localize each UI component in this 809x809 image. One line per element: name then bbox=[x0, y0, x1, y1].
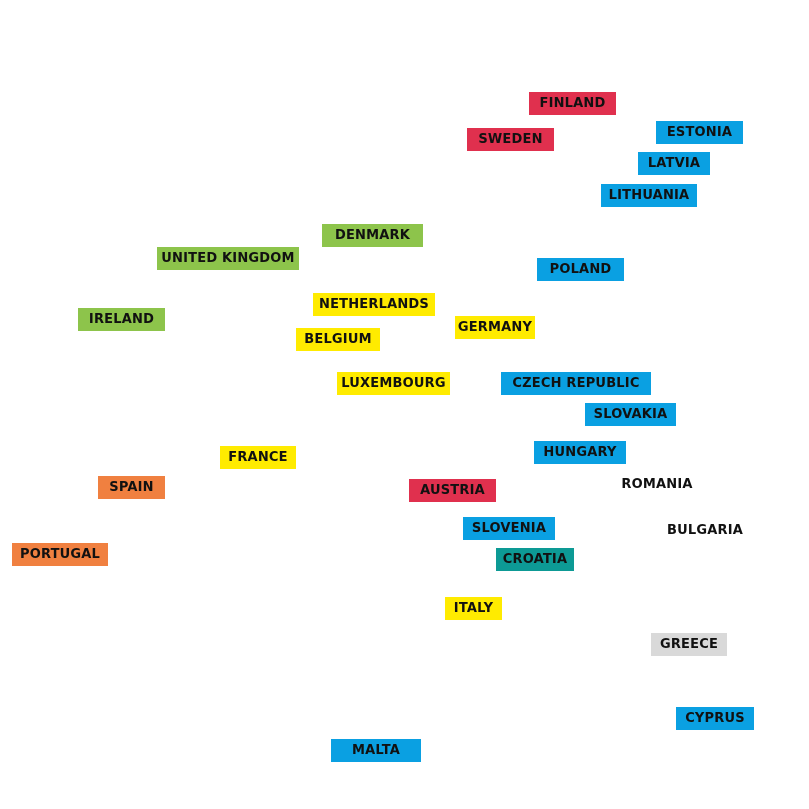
country-label-czech-republic: CZECH REPUBLIC bbox=[501, 372, 651, 395]
country-label-spain: SPAIN bbox=[98, 476, 165, 499]
country-label-malta: MALTA bbox=[331, 739, 421, 762]
country-label-belgium: BELGIUM bbox=[296, 328, 380, 351]
country-label-ireland: IRELAND bbox=[78, 308, 165, 331]
country-label-sweden: SWEDEN bbox=[467, 128, 554, 151]
country-label-slovenia: SLOVENIA bbox=[463, 517, 555, 540]
country-label-denmark: DENMARK bbox=[322, 224, 423, 247]
country-label-germany: GERMANY bbox=[455, 316, 535, 339]
country-label-france: FRANCE bbox=[220, 446, 296, 469]
country-label-estonia: ESTONIA bbox=[656, 121, 743, 144]
country-label-lithuania: LITHUANIA bbox=[601, 184, 697, 207]
country-label-portugal: PORTUGAL bbox=[12, 543, 108, 566]
country-label-bulgaria: BULGARIA bbox=[667, 523, 743, 538]
country-label-cyprus: CYPRUS bbox=[676, 707, 754, 730]
country-label-slovakia: SLOVAKIA bbox=[585, 403, 676, 426]
country-label-poland: POLAND bbox=[537, 258, 624, 281]
country-label-hungary: HUNGARY bbox=[534, 441, 626, 464]
country-label-luxembourg: LUXEMBOURG bbox=[337, 372, 450, 395]
country-label-croatia: CROATIA bbox=[496, 548, 574, 571]
country-label-finland: FINLAND bbox=[529, 92, 616, 115]
country-label-latvia: LATVIA bbox=[638, 152, 710, 175]
country-label-united-kingdom: UNITED KINGDOM bbox=[157, 247, 299, 270]
country-label-italy: ITALY bbox=[445, 597, 502, 620]
country-label-romania: ROMANIA bbox=[621, 477, 693, 492]
country-label-austria: AUSTRIA bbox=[409, 479, 496, 502]
country-label-netherlands: NETHERLANDS bbox=[313, 293, 435, 316]
country-label-greece: GREECE bbox=[651, 633, 727, 656]
